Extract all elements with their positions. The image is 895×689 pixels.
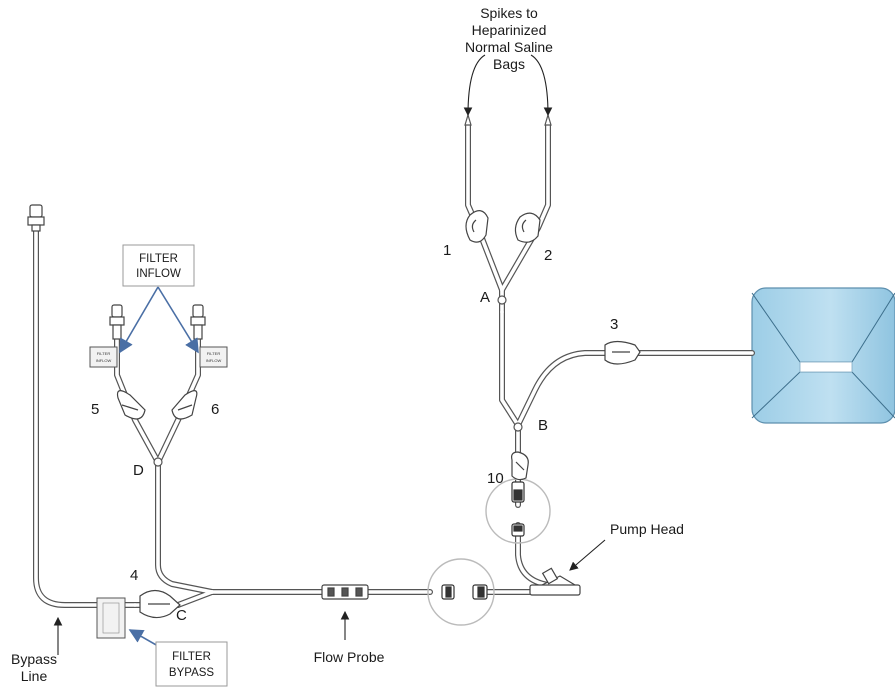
clamp-6 (171, 390, 198, 420)
clamp-2 (514, 212, 541, 243)
junction-label-c: C (176, 607, 187, 624)
clamp-4 (139, 589, 181, 619)
clamp-number-10: 10 (487, 470, 504, 487)
pump-head-label: Pump Head (610, 521, 684, 537)
clamp-number-2: 2 (544, 247, 552, 264)
filter-bypass-text-2: BYPASS (169, 667, 214, 679)
pump-head (529, 567, 581, 596)
filter-inflow-text-2: INFLOW (136, 268, 181, 280)
filter-inflow-tag-right: FILTER INFLOW (199, 346, 228, 368)
filter-inflow-callout: FILTER INFLOW (122, 244, 195, 287)
bypass-connector (27, 204, 45, 232)
clamp-5 (116, 390, 146, 420)
filter-bypass-callout: FILTER BYPASS (155, 641, 228, 687)
vertical-disconnect-connectors (511, 481, 525, 537)
clamp-10 (511, 451, 529, 481)
clamp-3 (604, 340, 641, 365)
junction-label-a: A (480, 289, 490, 306)
flow-probe-label: Flow Probe (314, 649, 385, 665)
clamp-number-1: 1 (443, 242, 451, 259)
filter-inflow-connector-right (190, 304, 206, 340)
tag-label-inflow: INFLOW (96, 358, 112, 363)
clamp-number-4: 4 (130, 567, 138, 584)
disconnect-connectors (441, 584, 488, 600)
filter-bypass-text-1: FILTER (172, 651, 211, 663)
filter-bypass-tag (96, 597, 126, 639)
filter-inflow-text-1: FILTER (139, 253, 178, 265)
flow-probe-device (321, 584, 369, 600)
spikes-label-line-2: Heparinized (472, 22, 547, 38)
junction-label-d: D (133, 462, 144, 479)
clamp-number-3: 3 (610, 316, 618, 333)
clamp-number-5: 5 (91, 401, 99, 418)
clamp-1 (465, 210, 489, 243)
tag-label-inflow: INFLOW (206, 358, 222, 363)
filter-inflow-connector-left (109, 304, 125, 340)
spike-tips (464, 112, 552, 126)
saline-bag (751, 287, 895, 424)
spikes-label: Spikes to Heparinized Normal Saline Bags (465, 5, 553, 72)
junction-label-b: B (538, 417, 548, 434)
spikes-label-line-1: Spikes to (480, 5, 538, 21)
tag-label-filter: FILTER (97, 351, 111, 356)
bypass-line-label-2: Line (21, 668, 48, 684)
detail-circle-horizontal (427, 558, 495, 626)
spikes-label-line-3: Normal Saline (465, 39, 553, 55)
black-pointer-arrows (53, 54, 606, 655)
filter-inflow-tag-left: FILTER INFLOW (89, 346, 118, 368)
bypass-line-label-1: Bypass (11, 651, 57, 667)
spikes-label-line-4: Bags (493, 56, 525, 72)
junction-knots (153, 295, 523, 467)
tag-label-filter: FILTER (207, 351, 221, 356)
clamp-number-6: 6 (211, 401, 219, 418)
